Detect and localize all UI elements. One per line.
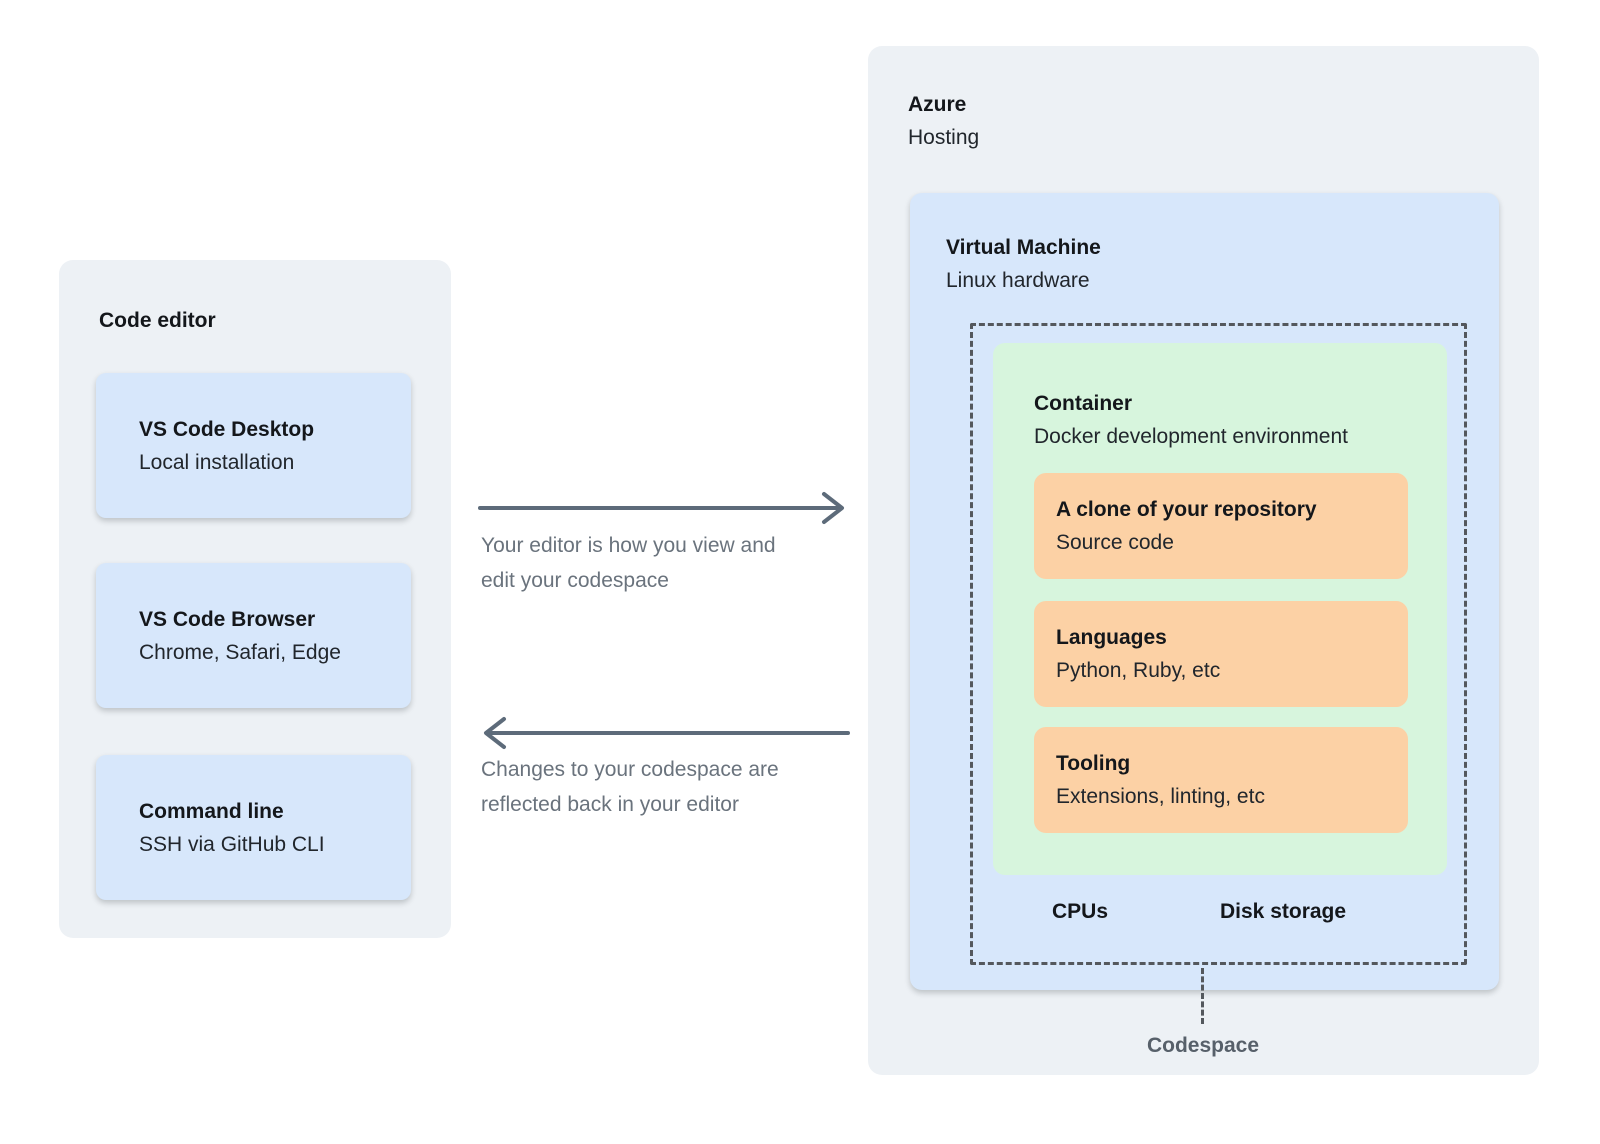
languages-card: Languages Python, Ruby, etc xyxy=(1034,601,1408,707)
editor-to-codespace-caption: Your editor is how you view and edit you… xyxy=(481,534,776,592)
repository-clone-card-subtitle: Source code xyxy=(1056,531,1174,554)
virtual-machine-box: Virtual Machine Linux hardware Container… xyxy=(910,193,1499,990)
languages-card-subtitle: Python, Ruby, etc xyxy=(1056,659,1221,682)
virtual-machine-subtitle-text: Linux hardware xyxy=(946,269,1090,292)
azure-panel: Azure Hosting Virtual Machine Linux hard… xyxy=(868,46,1539,1075)
repository-clone-card-title: A clone of your repository xyxy=(1056,498,1317,521)
cpus-label: CPUs xyxy=(1052,900,1109,923)
vscode-browser-card-subtitle: Chrome, Safari, Edge xyxy=(139,640,341,664)
command-line-card-title: Command line xyxy=(139,799,284,823)
repository-clone-card: A clone of your repository Source code xyxy=(1034,473,1408,579)
codespace-boundary: Container Docker development environment… xyxy=(970,323,1467,965)
azure-subtitle-text: Hosting xyxy=(908,126,980,149)
azure-header: Azure Hosting xyxy=(908,88,979,154)
code-editor-panel-title: Code editor xyxy=(99,304,216,337)
editor-to-codespace-arrow-icon xyxy=(478,492,844,524)
container-subtitle-text: Docker development environment xyxy=(1034,425,1348,448)
command-line-card: Command line SSH via GitHub CLI xyxy=(96,755,411,900)
container-title-text: Container xyxy=(1034,392,1133,415)
tooling-card-subtitle: Extensions, linting, etc xyxy=(1056,785,1265,808)
container-box: Container Docker development environment… xyxy=(993,343,1447,875)
languages-card-title: Languages xyxy=(1056,626,1167,649)
codespace-to-editor-caption: Changes to your codespace are reflected … xyxy=(481,758,779,816)
vscode-desktop-card-subtitle: Local installation xyxy=(139,450,295,474)
vscode-desktop-card-title: VS Code Desktop xyxy=(139,417,315,441)
code-editor-panel: Code editor VS Code Desktop Local instal… xyxy=(59,260,451,938)
tooling-card: Tooling Extensions, linting, etc xyxy=(1034,727,1408,833)
virtual-machine-title-text: Virtual Machine xyxy=(946,236,1101,259)
vscode-browser-card-title: VS Code Browser xyxy=(139,607,316,631)
vscode-desktop-card: VS Code Desktop Local installation xyxy=(96,373,411,518)
tooling-card-title: Tooling xyxy=(1056,752,1131,775)
azure-title-text: Azure xyxy=(908,93,967,116)
code-editor-title-text: Code editor xyxy=(99,309,216,332)
codespace-to-editor-arrow-icon xyxy=(484,717,850,749)
command-line-card-subtitle: SSH via GitHub CLI xyxy=(139,832,325,856)
codespace-connector-line xyxy=(1201,968,1204,1024)
virtual-machine-header: Virtual Machine Linux hardware xyxy=(946,231,1101,297)
vscode-browser-card: VS Code Browser Chrome, Safari, Edge xyxy=(96,563,411,708)
container-header: Container Docker development environment xyxy=(1034,387,1348,453)
codespace-boundary-label: Codespace xyxy=(1146,1034,1260,1057)
disk-storage-label: Disk storage xyxy=(1220,900,1347,923)
